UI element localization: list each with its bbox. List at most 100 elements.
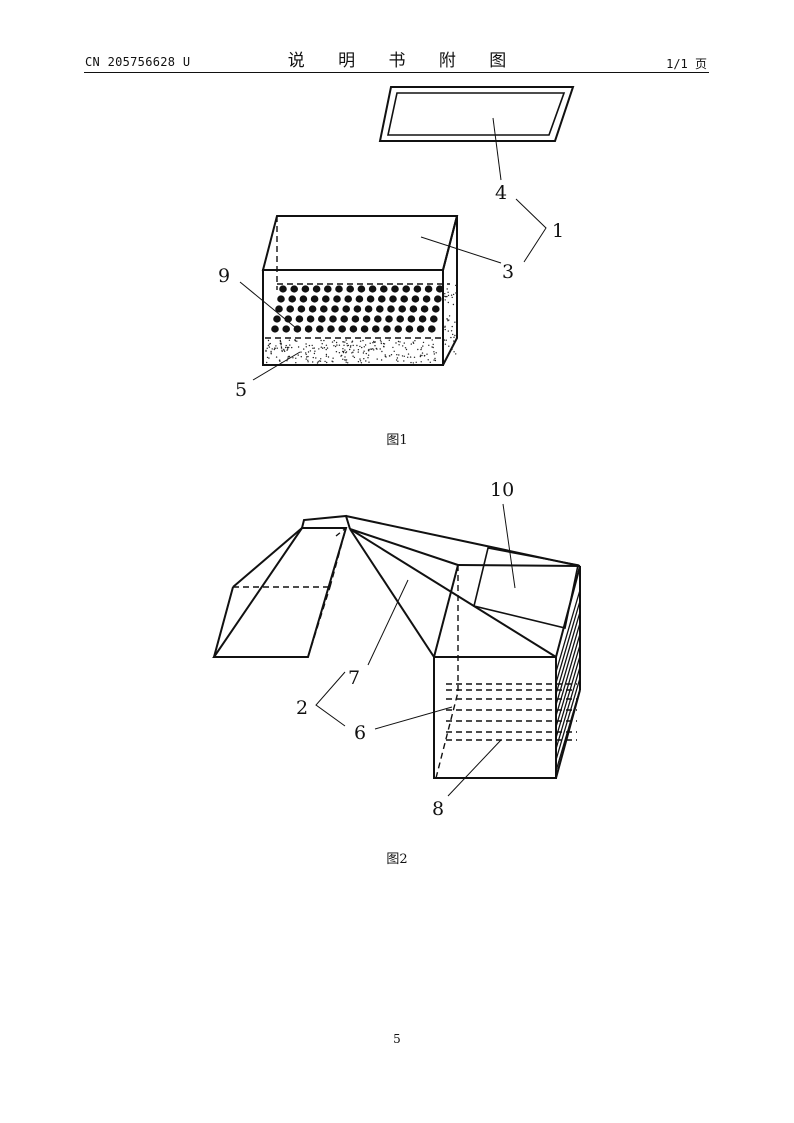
perforation-hole [398,305,407,313]
stipple-dot [343,344,345,346]
stipple-dot [444,293,446,295]
stipple-dot [453,336,455,338]
stipple-dot [314,350,316,352]
stipple-dot [342,350,344,353]
perforation-hole [304,325,313,333]
stipple-dot [305,358,307,360]
stipple-dot [370,348,372,350]
stipple-dot [325,348,327,351]
stipple-dot [363,346,365,348]
stipple-dot [380,342,382,345]
stipple-dot [275,356,278,358]
perforation-hole [333,295,341,303]
stipple-dot [318,348,320,350]
stipple-dot [429,361,431,363]
stipple-dot [426,353,428,355]
stipple-dot [279,340,282,343]
leader-line-4 [492,117,502,181]
perforation-hole [360,325,369,333]
stipple-dot [454,321,456,323]
stipple-dot [273,348,275,351]
left-block-hidden-edge-2 [329,527,347,588]
perforation-hole [327,325,335,333]
perforation-hole [279,285,287,293]
stipple-dot [422,345,424,347]
perforation-hole [407,315,416,323]
stipple-dot [407,356,409,358]
perforation-hole [301,285,310,293]
stipple-dot [415,361,417,363]
stipple-dot [410,343,412,345]
perforation-hole [409,305,418,313]
stipple-dot [395,342,397,344]
stipple-dot [367,357,369,359]
stipple-dot [422,341,425,344]
lid-outer-frame [378,86,575,142]
stipple-dot [359,340,362,342]
stipple-dot [431,339,433,341]
stipple-dot [283,349,285,352]
stipple-dot [357,351,359,353]
stipple-dot [373,340,375,343]
stipple-dot [279,342,281,344]
stipple-dot [307,359,309,361]
stipple-dot [300,351,302,353]
window-panel [473,547,579,629]
stipple-dot [287,357,289,359]
stipple-dot [311,344,313,347]
ref-label-7: 7 [348,667,360,689]
perforation-hole [402,285,411,293]
ref-label-1: 1 [552,220,564,242]
stipple-dot [367,354,370,356]
stipple-dot [396,357,399,359]
stipple-dot [344,359,346,361]
stipple-dot [357,349,360,351]
right-box-hidden-base [435,691,459,779]
stipple-dot [450,294,453,296]
hatch-line [555,688,581,772]
stipple-dot [297,354,299,356]
stipple-dot [357,361,360,363]
stipple-dot [338,344,341,346]
stipple-dot [448,319,450,321]
perforation-hole [288,295,297,303]
leader-line-8 [447,739,502,797]
stipple-dot [447,330,449,332]
perforation-hole [434,295,442,303]
perforation-hole [416,325,425,333]
stipple-dot [286,360,288,362]
stipple-dot [269,342,271,345]
stipple-dot [280,344,282,346]
stipple-dot [305,343,307,345]
perforation-hole [366,295,375,303]
stipple-dot [340,355,342,357]
stipple-dot [266,347,268,349]
box-right-face [442,215,458,366]
stipple-dot [373,349,375,351]
stipple-dot [268,346,271,348]
stipple-dot [331,360,333,362]
leader-line-6 [374,706,453,730]
stipple-dot [359,345,361,348]
document-number: CN 205756628 U [85,55,191,69]
stipple-dot [333,345,335,347]
stipple-dot [384,354,386,356]
hatch-line [555,677,581,761]
perforation-hole [312,285,321,293]
stipple-dot [368,361,370,363]
perforation-hole [308,305,317,313]
perforation-hole [331,305,339,313]
stipple-dot [420,347,423,349]
stipple-dot [294,339,296,341]
stipple-dot [296,340,298,342]
stipple-dot [365,360,367,362]
stipple-dot [451,348,453,350]
stipple-dot [381,350,383,353]
stipple-dot [372,348,374,350]
hatch-line [555,611,581,695]
perforation-hole-grid [271,285,444,333]
perforation-hole [355,295,364,303]
stipple-dot [279,339,281,342]
stipple-dot [397,360,399,362]
stipple-dot [285,346,287,349]
